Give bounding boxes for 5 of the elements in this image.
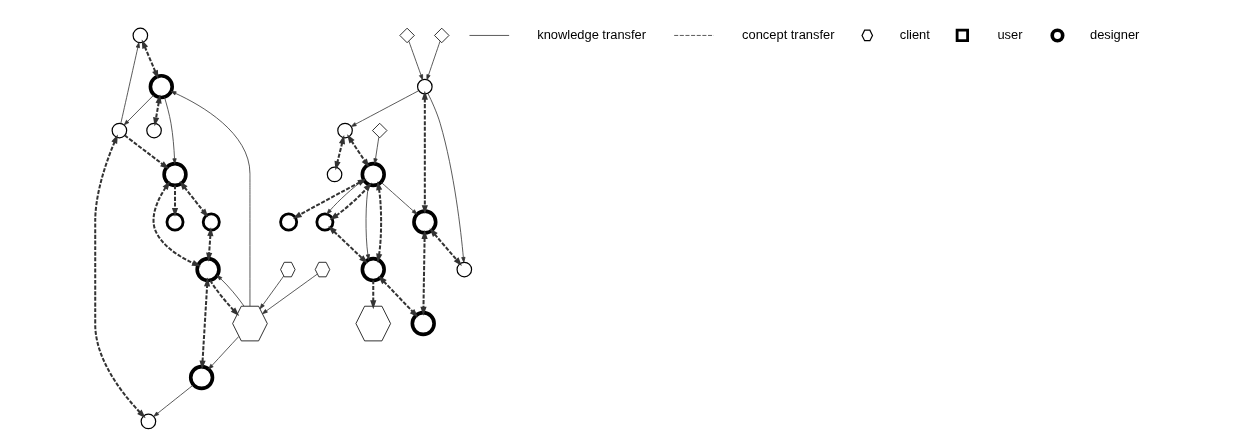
legend-label: user [997, 26, 1023, 42]
legend-label: knowledge transfer [537, 26, 647, 42]
legend-label: concept transfer [742, 26, 835, 42]
legend-label: designer [1089, 26, 1140, 42]
legend-label: client [899, 26, 930, 42]
